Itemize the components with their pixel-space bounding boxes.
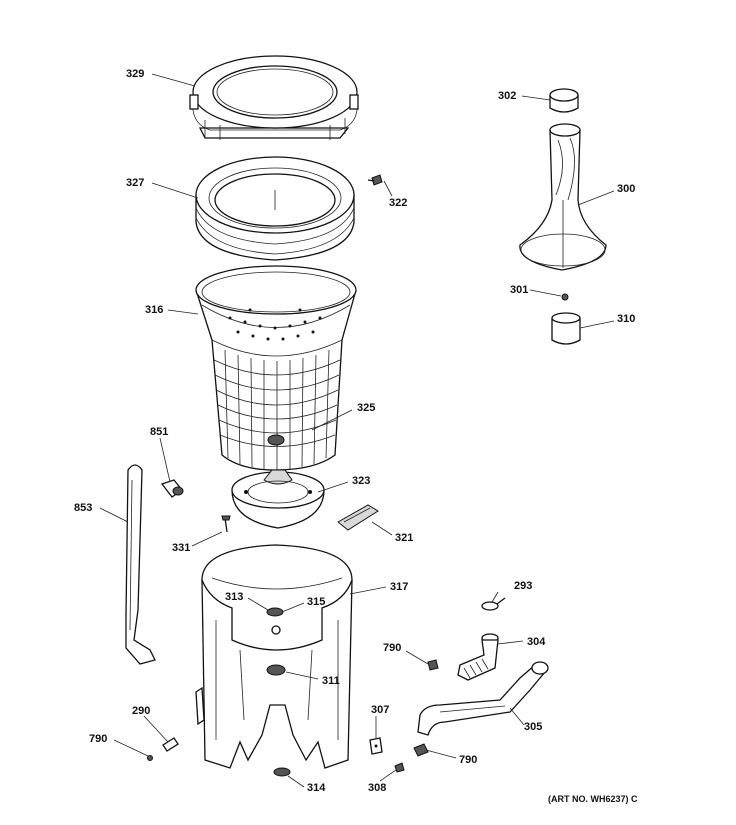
part-314-grommet <box>273 767 291 777</box>
label-307: 307 <box>371 704 389 716</box>
part-307-bracket <box>369 737 383 755</box>
part-853-hose <box>125 464 156 665</box>
part-305-drain-hose <box>417 661 549 736</box>
label-322: 322 <box>389 197 407 209</box>
part-304-hose <box>457 633 499 681</box>
callout-labels: 329 327 322 316 325 302 300 301 310 851 … <box>74 68 638 804</box>
label-323: 323 <box>352 475 370 487</box>
label-310: 310 <box>617 313 635 325</box>
label-790-b: 790 <box>89 733 107 745</box>
part-327-balance-ring <box>195 156 355 261</box>
part-302-agitator-cap <box>549 88 579 113</box>
label-301: 301 <box>510 284 528 296</box>
label-293: 293 <box>514 580 532 592</box>
label-313: 313 <box>225 591 243 603</box>
label-316: 316 <box>145 304 163 316</box>
part-322-screw <box>367 174 383 186</box>
part-790-clip-c <box>413 743 429 757</box>
label-300: 300 <box>617 183 635 195</box>
part-290-pin <box>147 737 179 761</box>
label-331: 331 <box>172 542 190 554</box>
label-302: 302 <box>498 90 516 102</box>
part-293-clamp <box>481 597 506 611</box>
label-305: 305 <box>524 721 542 733</box>
label-304: 304 <box>527 636 546 648</box>
part-323-hub <box>231 469 325 529</box>
part-851-bumper <box>160 479 184 498</box>
label-329: 329 <box>126 68 144 80</box>
label-327: 327 <box>126 177 144 189</box>
label-790-a: 790 <box>383 642 401 654</box>
label-314: 314 <box>307 782 326 794</box>
part-329-tub-cover <box>189 55 359 140</box>
label-321: 321 <box>395 532 413 544</box>
label-851: 851 <box>150 426 168 438</box>
label-290: 290 <box>132 705 150 717</box>
part-300-agitator <box>519 123 607 271</box>
part-317-tub <box>195 544 353 769</box>
label-308: 308 <box>368 782 386 794</box>
label-853: 853 <box>74 502 92 514</box>
leader-lines <box>99 73 615 788</box>
label-325: 325 <box>357 402 375 414</box>
part-308-screw <box>394 762 405 773</box>
art-number: (ART NO. WH6237) C <box>548 794 638 804</box>
label-790-c: 790 <box>459 754 477 766</box>
label-317: 317 <box>390 581 408 593</box>
part-301-bolt <box>561 293 569 301</box>
part-310-cup <box>551 312 581 345</box>
part-316-basket <box>195 265 357 471</box>
label-315: 315 <box>307 596 325 608</box>
part-790-clip-a <box>427 659 439 671</box>
part-321-filter <box>337 504 379 531</box>
label-311: 311 <box>322 675 340 687</box>
part-331-screw <box>221 515 231 533</box>
